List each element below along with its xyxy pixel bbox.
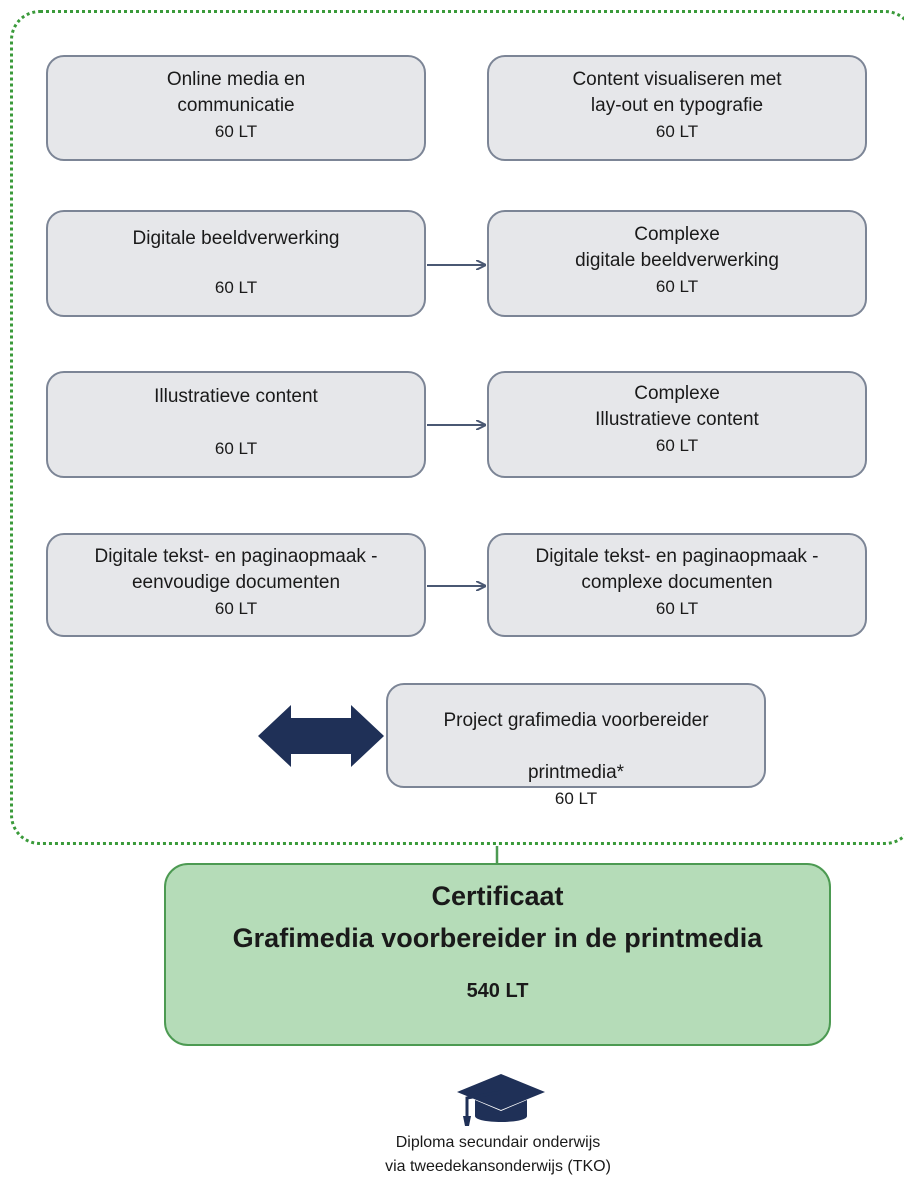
double-arrow-icon: [258, 705, 384, 767]
module-complexe-illustratieve-content: Complexe Illustratieve content 60 LT: [487, 371, 867, 478]
module-title: Complexe digitale beeldverwerking: [575, 224, 779, 271]
module-group-frame: [10, 10, 904, 845]
module-tekst-paginaopmaak-eenvoudig: Digitale tekst- en paginaopmaak - eenvou…: [46, 533, 426, 637]
module-hours: 60 LT: [214, 122, 258, 141]
project-title-line1: Project grafimedia voorbereider: [443, 710, 709, 731]
module-hours: 60 LT: [214, 439, 258, 458]
module-title: Digitale tekst- en paginaopmaak - eenvou…: [94, 546, 378, 593]
module-hours: 60 LT: [655, 436, 699, 455]
module-complexe-beeldverwerking: Complexe digitale beeldverwerking 60 LT: [487, 210, 867, 317]
project-hours: 60 LT: [554, 789, 598, 808]
module-tekst-paginaopmaak-complex: Digitale tekst- en paginaopmaak - comple…: [487, 533, 867, 637]
module-illustratieve-content: Illustratieve content 60 LT: [46, 371, 426, 478]
module-content-visualiseren: Content visualiseren met lay-out en typo…: [487, 55, 867, 161]
project-title-line2: printmedia*: [527, 762, 625, 783]
module-title: Digitale beeldverwerking: [132, 228, 340, 249]
module-project: Project grafimedia voorbereider printmed…: [386, 683, 766, 808]
certificate-hours: 540 LT: [466, 980, 529, 1002]
module-hours: 60 LT: [214, 278, 258, 297]
certificate-name: Grafimedia voorbereider in de printmedia: [232, 923, 763, 953]
module-online-media: Online media en communicatie 60 LT: [46, 55, 426, 161]
module-hours: 60 LT: [655, 122, 699, 141]
module-hours: 60 LT: [655, 277, 699, 296]
graduation-cap-icon: [457, 1074, 545, 1126]
certificate-title: Certificaat: [431, 881, 564, 911]
module-title: Digitale tekst- en paginaopmaak - comple…: [535, 546, 819, 593]
module-title: Complexe Illustratieve content: [595, 383, 759, 430]
footer-line2: via tweedekansonderwijs (TKO): [385, 1158, 611, 1175]
module-title: Content visualiseren met lay-out en typo…: [572, 69, 782, 116]
module-hours: 60 LT: [214, 599, 258, 618]
module-digitale-beeldverwerking: Digitale beeldverwerking 60 LT: [46, 210, 426, 317]
footer-text: Diploma secundair onderwijs via tweedeka…: [298, 1131, 698, 1179]
module-title: Illustratieve content: [154, 386, 318, 407]
footer-line1: Diploma secundair onderwijs: [395, 1134, 601, 1151]
certificate-box: Certificaat Grafimedia voorbereider in d…: [164, 863, 831, 1046]
module-hours: 60 LT: [655, 599, 699, 618]
module-title: Online media en communicatie: [166, 69, 306, 116]
